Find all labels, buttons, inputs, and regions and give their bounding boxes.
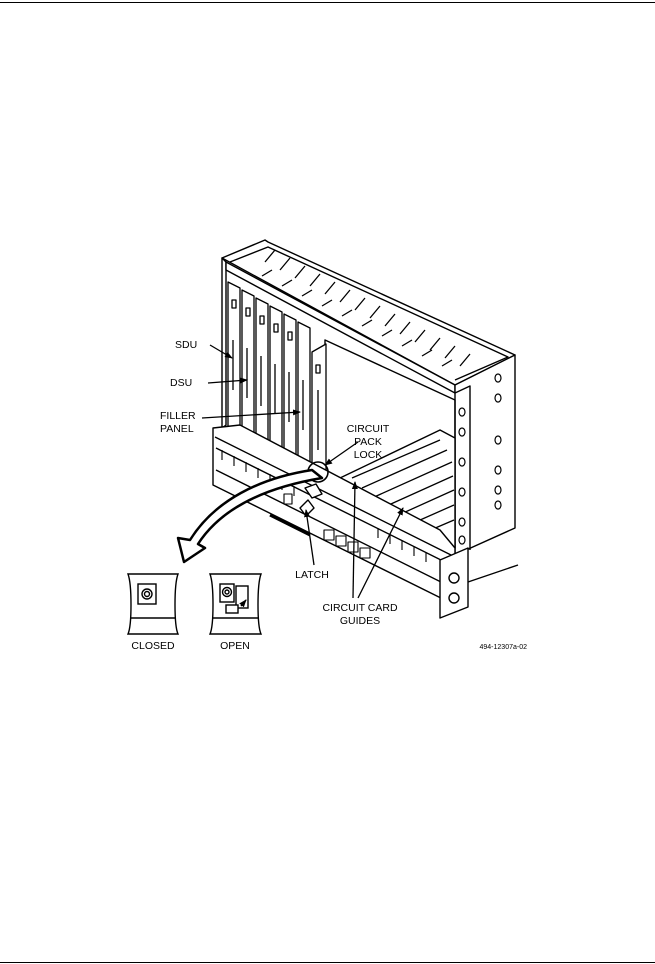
figure-id: 494-12307a-02 (480, 644, 528, 651)
curved-arrow (176, 468, 324, 564)
label-filler-panel-line2: PANEL (160, 423, 194, 435)
bottom-rule (0, 962, 655, 963)
label-closed: CLOSED (131, 640, 175, 652)
label-circuit-card-guides-line2: GUIDES (340, 615, 380, 627)
label-circuit-pack-lock-line1: CIRCUIT (347, 423, 390, 435)
label-circuit-card-guides-line1: CIRCUIT CARD (322, 602, 397, 614)
top-rule (0, 2, 655, 3)
label-sdu: SDU (175, 339, 197, 351)
closed-inset (126, 573, 180, 635)
label-open: OPEN (220, 640, 250, 652)
label-circuit-pack-lock-line3: LOCK (354, 449, 383, 461)
label-circuit-pack-lock-line2: PACK (354, 436, 382, 448)
leader-arrows (201, 344, 404, 599)
mounting-holes (458, 373, 502, 545)
circuit-packs (227, 281, 327, 501)
top-vent-slots (261, 249, 471, 367)
label-dsu: DSU (170, 377, 192, 389)
label-filler-panel-line1: FILLER (160, 410, 196, 422)
label-latch: LATCH (295, 569, 329, 581)
shelf-drawing (212, 239, 519, 619)
open-inset (208, 573, 263, 635)
